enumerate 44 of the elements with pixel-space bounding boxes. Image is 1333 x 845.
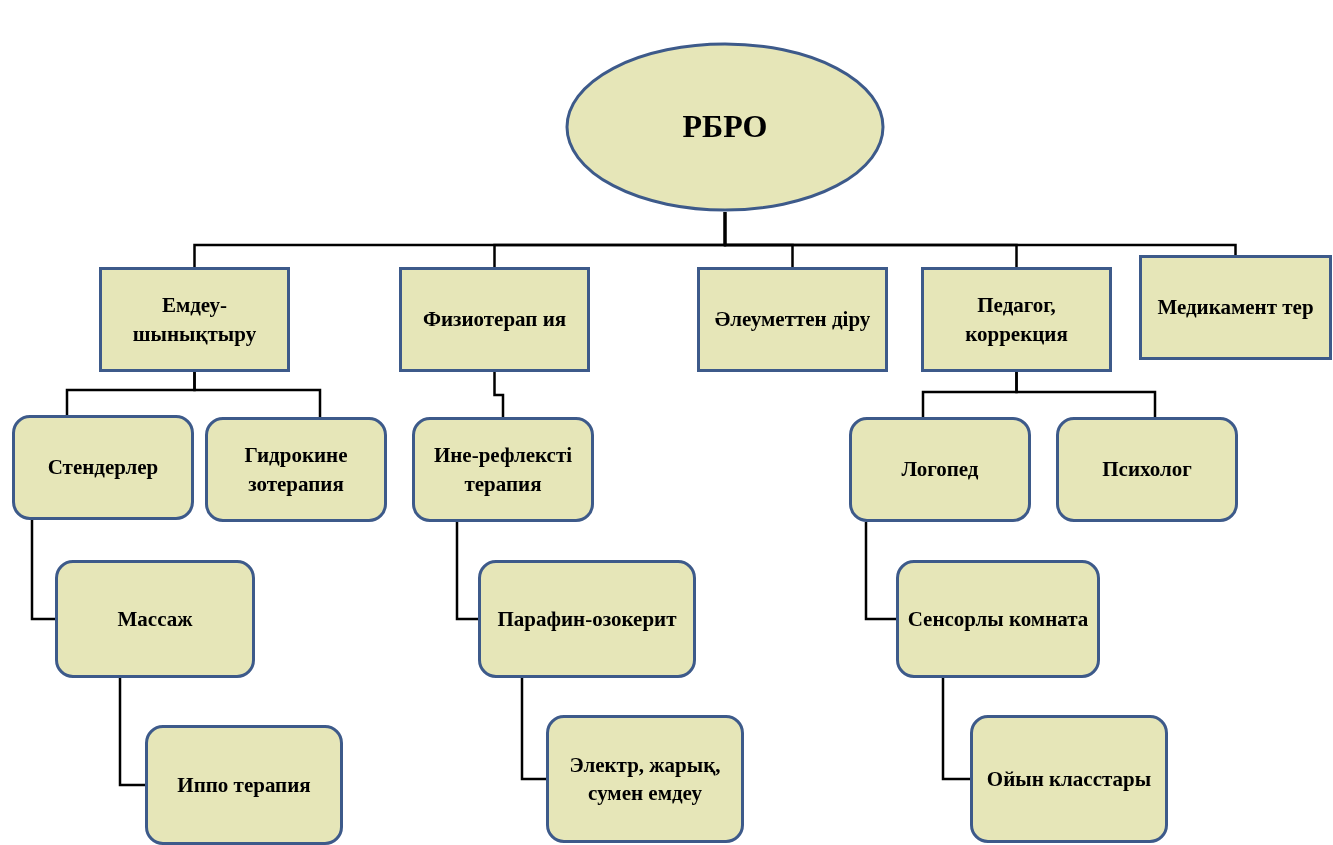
process-box — [1139, 255, 1332, 360]
node-label: Ойын класстары — [986, 765, 1152, 793]
node-label: Логопед — [901, 456, 979, 484]
rounded-box — [478, 560, 696, 678]
connector-line — [520, 678, 546, 781]
connector-line — [193, 372, 322, 417]
process-box — [399, 267, 590, 372]
process-box — [99, 267, 290, 372]
rounded-box — [849, 417, 1031, 522]
node-label: Гидрокине зотерапия — [243, 442, 349, 498]
process-box — [697, 267, 888, 372]
connector-line — [30, 520, 55, 621]
rounded-box — [970, 715, 1168, 843]
node-label: Массаж — [117, 605, 193, 633]
node-label: Психолог — [1102, 456, 1192, 484]
rounded-box — [412, 417, 594, 522]
node-label: Иппо терапия — [177, 771, 311, 799]
rounded-box — [205, 417, 387, 522]
node-label: Электр, жарық, сумен емдеу — [568, 751, 722, 807]
node-label: Әлеуметтен діру — [714, 306, 871, 334]
node-label: Стендерлер — [47, 454, 159, 482]
node-label: Физиотерап ия — [422, 306, 567, 334]
rounded-box — [896, 560, 1100, 678]
rounded-box — [1056, 417, 1238, 522]
connector-line — [118, 678, 145, 787]
node-label: РБРО — [682, 107, 768, 147]
connector-line — [723, 212, 1237, 255]
rounded-box — [145, 725, 343, 845]
node-label: Сенсорлы комната — [907, 605, 1089, 633]
rounded-box — [12, 415, 194, 520]
connector-line — [1015, 372, 1157, 417]
ellipse-node — [565, 42, 885, 212]
node-label: Медикамент тер — [1157, 294, 1314, 322]
connector-line — [455, 522, 478, 621]
connector-line — [493, 372, 505, 417]
connector-line — [864, 522, 896, 621]
node-label: Парафин-озокерит — [497, 605, 677, 633]
rounded-box — [546, 715, 744, 843]
node-label: Педагог, коррекция — [964, 292, 1069, 348]
process-box — [921, 267, 1112, 372]
node-label: Ине-рефлексті терапия — [432, 442, 574, 498]
node-label: Емдеу-шынықтыру — [131, 292, 258, 348]
rounded-box — [55, 560, 255, 678]
connector-line — [941, 678, 970, 781]
